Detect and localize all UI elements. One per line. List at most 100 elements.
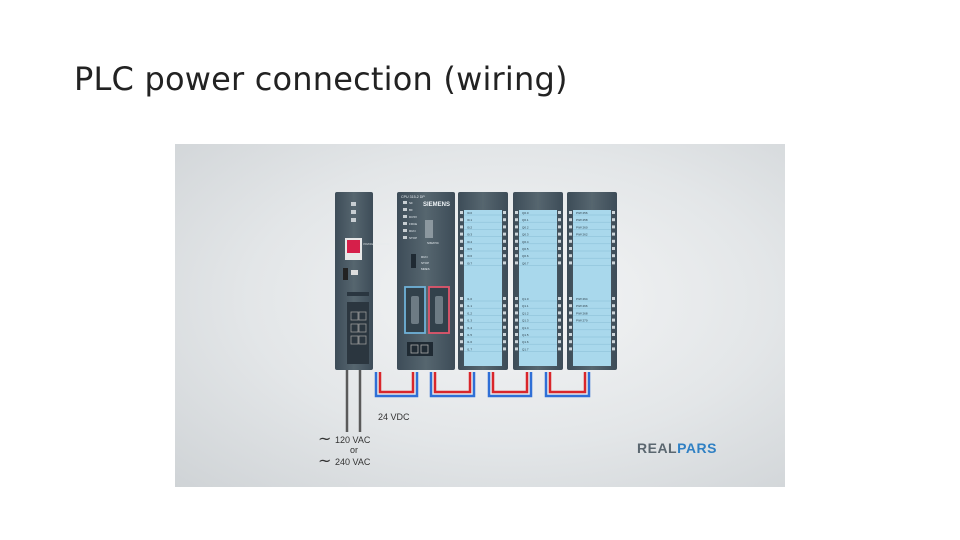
red-wire-2 bbox=[433, 372, 472, 394]
do-bottom-label: Q1.6 bbox=[522, 340, 529, 344]
ai-led bbox=[569, 232, 572, 236]
di-term bbox=[503, 225, 506, 229]
cpu-led-frce: FRCE bbox=[409, 222, 417, 226]
digital-output-module: Q0.0Q0.1Q0.2Q0.3Q0.4Q0.5Q0.6Q0.7Q1.0Q1.1… bbox=[513, 192, 563, 370]
ai-bottom-label: PIW 264 bbox=[576, 297, 588, 301]
ai-term bbox=[612, 311, 615, 315]
mode-mres: MRES bbox=[421, 267, 430, 271]
di-led bbox=[460, 261, 463, 265]
do-term bbox=[558, 261, 561, 265]
siemens-brand: SIEMENS bbox=[423, 202, 450, 208]
do-led bbox=[515, 225, 518, 229]
di-term bbox=[503, 318, 506, 322]
ai-led bbox=[569, 239, 572, 243]
slide-title: PLC power connection (wiring) bbox=[74, 60, 568, 98]
ai-term bbox=[612, 239, 615, 243]
mode-stop: STOP bbox=[421, 261, 429, 265]
di-top-label: I0.7 bbox=[467, 261, 472, 265]
do-led bbox=[515, 325, 518, 329]
ai-term bbox=[612, 347, 615, 351]
ai-term bbox=[612, 225, 615, 229]
ai-term bbox=[612, 340, 615, 344]
ai-top-label: PIW 256 bbox=[576, 211, 588, 215]
do-top-label: Q0.6 bbox=[522, 254, 529, 258]
di-term bbox=[503, 232, 506, 236]
do-term bbox=[558, 247, 561, 250]
do-term bbox=[558, 218, 561, 222]
di-bottom-label: I1.6 bbox=[467, 340, 472, 344]
do-term bbox=[558, 297, 561, 300]
di-led bbox=[460, 304, 463, 308]
svg-text:REALPARS: REALPARS bbox=[637, 440, 717, 456]
di-label-strip bbox=[464, 210, 502, 366]
ac-label-120: 120 VAC bbox=[335, 435, 371, 445]
do-bottom-label: Q1.2 bbox=[522, 311, 529, 315]
ai-led bbox=[569, 247, 572, 250]
di-bottom-label: I1.5 bbox=[467, 333, 472, 337]
do-term bbox=[558, 211, 561, 214]
mode-switch bbox=[411, 254, 416, 268]
ai-term bbox=[612, 232, 615, 236]
do-led bbox=[515, 347, 518, 351]
do-term bbox=[558, 347, 561, 351]
do-led bbox=[515, 232, 518, 236]
ac-label-or: or bbox=[350, 445, 358, 455]
di-term bbox=[503, 304, 506, 308]
ai-led bbox=[569, 340, 572, 344]
do-bottom-label: Q1.1 bbox=[522, 304, 529, 308]
ai-top-label: PIW 260 bbox=[576, 225, 588, 229]
do-term bbox=[558, 225, 561, 229]
do-term bbox=[558, 333, 561, 336]
do-led bbox=[515, 218, 518, 222]
cpu-led-run: RUN bbox=[409, 229, 416, 233]
di-top-label: I0.6 bbox=[467, 254, 472, 258]
ai-led bbox=[569, 211, 572, 214]
ai-term bbox=[612, 254, 615, 258]
di-top-label: I0.3 bbox=[467, 233, 472, 237]
di-led bbox=[460, 333, 463, 336]
ai-top-label: PIW 258 bbox=[576, 218, 588, 222]
ai-top-label: PIW 262 bbox=[576, 233, 588, 237]
di-led bbox=[460, 347, 463, 351]
voltage-selector-label: VOLTAGE SELECTOR bbox=[363, 242, 390, 246]
ai-led bbox=[569, 311, 572, 315]
ai-term bbox=[612, 304, 615, 308]
di-led bbox=[460, 232, 463, 236]
digital-input-module: I0.0I0.1I0.2I0.3I0.4I0.5I0.6I0.7I1.0I1.1… bbox=[458, 192, 508, 370]
di-led bbox=[460, 297, 463, 300]
di-term bbox=[503, 311, 506, 315]
di-bottom-label: I1.0 bbox=[467, 297, 472, 301]
ai-led bbox=[569, 347, 572, 351]
do-top-label: Q0.0 bbox=[522, 211, 529, 215]
di-bottom-label: I1.2 bbox=[467, 311, 472, 315]
di-led bbox=[460, 340, 463, 344]
di-term bbox=[503, 261, 506, 265]
do-term bbox=[558, 318, 561, 322]
power-switch bbox=[343, 268, 348, 280]
ai-term bbox=[612, 318, 615, 322]
ai-bottom-label: PIW 268 bbox=[576, 311, 588, 315]
do-led bbox=[515, 297, 518, 300]
do-led bbox=[515, 318, 518, 322]
di-term bbox=[503, 297, 506, 300]
do-led bbox=[515, 247, 518, 250]
do-term bbox=[558, 239, 561, 243]
do-term bbox=[558, 304, 561, 308]
ai-led bbox=[569, 333, 572, 336]
mmc-label: SIMATIC bbox=[427, 241, 440, 245]
ai-bottom-label: PIW 266 bbox=[576, 304, 588, 308]
di-term bbox=[503, 239, 506, 243]
do-led bbox=[515, 333, 518, 336]
di-top-label: I0.5 bbox=[467, 247, 472, 251]
blue-wire-4 bbox=[544, 372, 591, 398]
do-term bbox=[558, 254, 561, 258]
cpu-led-dc5v: DC5V bbox=[409, 215, 417, 219]
cpu-terminal bbox=[407, 342, 433, 356]
do-led bbox=[515, 211, 518, 214]
logo-real: REAL bbox=[637, 440, 677, 456]
plc-wiring-diagram: VOLTAGE SELECTOR CPU 315-2 DP SF BF DC5V… bbox=[318, 192, 717, 470]
do-bottom-label: Q1.3 bbox=[522, 319, 529, 323]
di-term bbox=[503, 325, 506, 329]
ai-term bbox=[612, 325, 615, 329]
